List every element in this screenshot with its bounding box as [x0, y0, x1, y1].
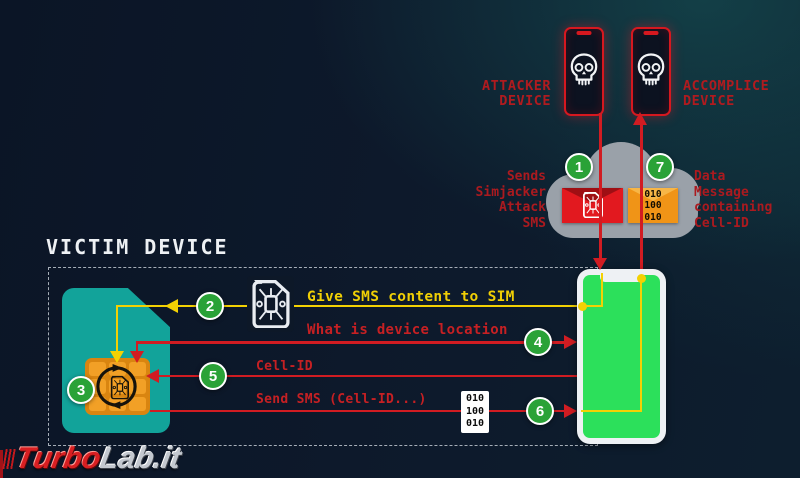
phone-notch: [600, 274, 643, 282]
arrowhead-down-icon: [129, 351, 144, 363]
attacker-phone: [564, 27, 604, 116]
data-message-envelope-icon: 010 100 010: [628, 188, 678, 223]
victim-device-title: VICTIM DEVICE: [46, 235, 229, 259]
red-edge-strip: [0, 450, 3, 478]
exfiltration-line: [640, 125, 643, 271]
skull-icon: [569, 53, 599, 87]
arrowhead-down-icon: [592, 258, 607, 270]
accomplice-phone: [631, 27, 671, 116]
watermark-turbo: Turbo: [13, 442, 104, 475]
watermark-labit: Lab.it: [97, 442, 184, 475]
step-5-badge: 5: [199, 362, 227, 390]
victim-phone: [577, 269, 666, 444]
phone-screen: [583, 275, 660, 438]
step-1-badge: 1: [565, 153, 593, 181]
what-location-label: What is device location: [307, 322, 508, 338]
simjacker-sms-envelope-icon: [562, 188, 623, 223]
arrowhead-right-icon: [564, 404, 577, 418]
step-7-badge: 7: [646, 153, 674, 181]
attack-sms-line: [599, 113, 602, 259]
arrowhead-left-icon: [146, 369, 159, 383]
arrowhead-down-icon: [109, 351, 124, 363]
connector-dot: [636, 273, 646, 283]
data-message-label: Data Message containing Cell-ID: [694, 169, 773, 231]
binary-data-box: 010 100 010: [461, 391, 489, 433]
arrowhead-left-icon: [165, 299, 178, 313]
binary-data-text: 010 100 010: [644, 189, 662, 223]
skull-icon: [636, 53, 666, 87]
step-4-badge: 4: [524, 328, 552, 356]
phone-speaker: [643, 31, 659, 35]
arrowhead-right-icon: [564, 335, 577, 349]
accomplice-device-label: ACCOMPLICE DEVICE: [683, 78, 770, 109]
step-3-badge: 3: [67, 376, 95, 404]
give-sms-label: Give SMS content to SIM: [307, 289, 515, 305]
step-2-badge: 2: [196, 292, 224, 320]
phone-speaker: [576, 31, 592, 35]
sends-simjacker-label: Sends Simjacker Attack SMS: [475, 169, 546, 231]
envelope-flap: [562, 188, 622, 203]
connector-dot: [577, 301, 587, 311]
refresh-cycle-icon: [93, 363, 140, 410]
send-sms-label: Send SMS (Cell-ID...): [256, 392, 427, 407]
attacker-device-label: ATTACKER DEVICE: [481, 78, 551, 109]
arrowhead-up-icon: [633, 112, 647, 125]
cell-id-label: Cell-ID: [256, 359, 313, 374]
step-6-badge: 6: [526, 397, 554, 425]
sim-card-icon: [247, 276, 294, 332]
